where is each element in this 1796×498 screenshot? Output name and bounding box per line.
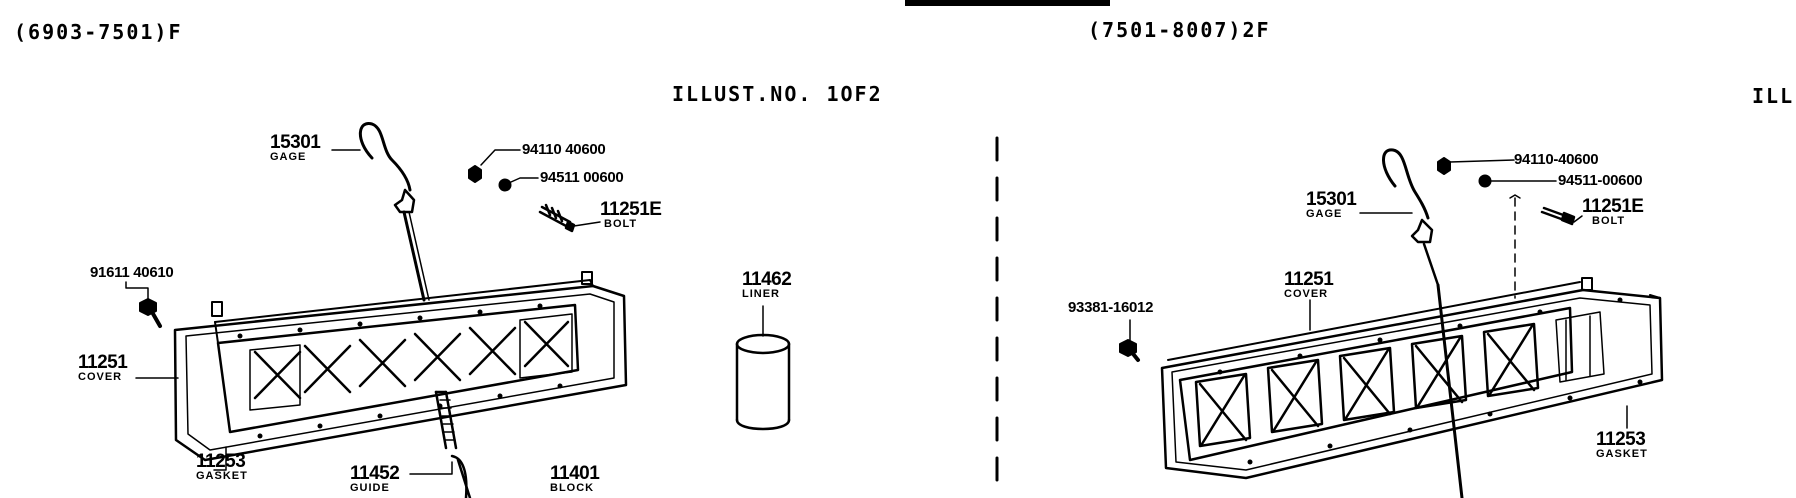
right-nut-leader bbox=[1449, 159, 1515, 163]
left-bolt-name: BOLT bbox=[604, 218, 638, 230]
left-pan-bolt-holes bbox=[237, 303, 563, 439]
right-nut-number: 94110-40600 bbox=[1514, 151, 1599, 168]
right-drain-plug bbox=[1119, 319, 1140, 362]
left-guide-leader bbox=[409, 461, 453, 475]
left-nut bbox=[468, 165, 482, 183]
left-gage-dipstick bbox=[358, 122, 430, 302]
right-gage-dipstick bbox=[1382, 148, 1464, 498]
left-guide-tube bbox=[434, 390, 472, 498]
right-nut bbox=[1437, 157, 1451, 175]
right-cover-label: 11251 COVER bbox=[1284, 269, 1334, 300]
left-liner-label: 11462 LINER bbox=[742, 269, 792, 300]
right-bolt-name: BOLT bbox=[1592, 215, 1626, 227]
left-liner bbox=[735, 333, 791, 431]
left-gasket-number: 11253 bbox=[196, 451, 246, 472]
right-washer bbox=[1478, 174, 1492, 188]
illust-number-left: ILLUST.NO. 1OF2 bbox=[672, 82, 883, 106]
left-cover-name: COVER bbox=[78, 371, 123, 383]
right-cover-number: 11251 bbox=[1284, 269, 1334, 290]
right-plug-number: 93381-16012 bbox=[1068, 299, 1154, 316]
right-bolt-label: 11251E BOLT bbox=[1582, 196, 1644, 227]
left-bolt bbox=[538, 203, 576, 233]
right-range-header: (7501-8007)2F bbox=[1088, 18, 1271, 42]
right-gasket-name: GASKET bbox=[1596, 448, 1648, 460]
left-drain-plug bbox=[139, 298, 162, 328]
top-bar-fragment bbox=[905, 0, 1110, 6]
left-gasket-leader bbox=[213, 446, 227, 471]
left-gasket-label: 11253 GASKET bbox=[196, 452, 248, 482]
left-gage-name: GAGE bbox=[270, 151, 307, 163]
left-gage-label: 15301 GAGE bbox=[270, 132, 321, 163]
left-block-number: 11401 bbox=[550, 463, 600, 484]
left-cover-label: 11251 COVER bbox=[78, 352, 128, 383]
left-washer bbox=[498, 178, 512, 192]
right-cover-name: COVER bbox=[1284, 288, 1329, 300]
right-gage-name: GAGE bbox=[1306, 208, 1343, 220]
left-oil-pan bbox=[173, 271, 628, 462]
right-pan-cross-braces bbox=[1194, 311, 1605, 448]
left-guide-label: 11452 GUIDE bbox=[350, 463, 400, 494]
left-washer-leader bbox=[510, 177, 539, 183]
right-bolt bbox=[1540, 206, 1576, 226]
left-guide-number: 11452 bbox=[350, 463, 400, 484]
left-bolt-number: 11251E bbox=[600, 199, 662, 220]
left-washer-number: 94511 00600 bbox=[540, 169, 624, 186]
left-gasket-name: GASKET bbox=[196, 470, 248, 482]
left-range-header: (6903-7501)F bbox=[14, 20, 183, 44]
left-block-label: 11401 BLOCK bbox=[550, 463, 600, 494]
right-bolt-leader bbox=[1573, 215, 1583, 223]
right-gage-number: 15301 bbox=[1306, 189, 1357, 210]
right-bolt-number: 11251E bbox=[1582, 196, 1644, 217]
left-plug-number: 91611 40610 bbox=[90, 264, 174, 281]
right-gasket-number: 11253 bbox=[1596, 429, 1646, 450]
left-nut-leader bbox=[480, 149, 521, 166]
right-gasket-label: 11253 GASKET bbox=[1596, 430, 1648, 460]
left-pan-cross-braces bbox=[249, 313, 573, 411]
right-pan-bolt-holes bbox=[1217, 297, 1643, 465]
left-nut-number: 94110 40600 bbox=[522, 141, 606, 158]
left-plug-leader bbox=[125, 281, 149, 301]
right-oil-pan bbox=[1160, 277, 1664, 480]
right-gage-label: 15301 GAGE bbox=[1306, 189, 1357, 220]
left-liner-number: 11462 bbox=[742, 269, 792, 290]
left-block-name: BLOCK bbox=[550, 482, 595, 494]
left-bolt-label: 11251E BOLT bbox=[600, 199, 662, 230]
left-gage-number: 15301 bbox=[270, 132, 321, 153]
left-liner-name: LINER bbox=[742, 288, 780, 300]
left-cover-number: 11251 bbox=[78, 352, 128, 373]
left-guide-name: GUIDE bbox=[350, 482, 390, 494]
illust-number-right-partial: ILL bbox=[1752, 84, 1795, 108]
right-washer-number: 94511-00600 bbox=[1558, 172, 1643, 189]
left-bolt-leader bbox=[573, 221, 601, 227]
